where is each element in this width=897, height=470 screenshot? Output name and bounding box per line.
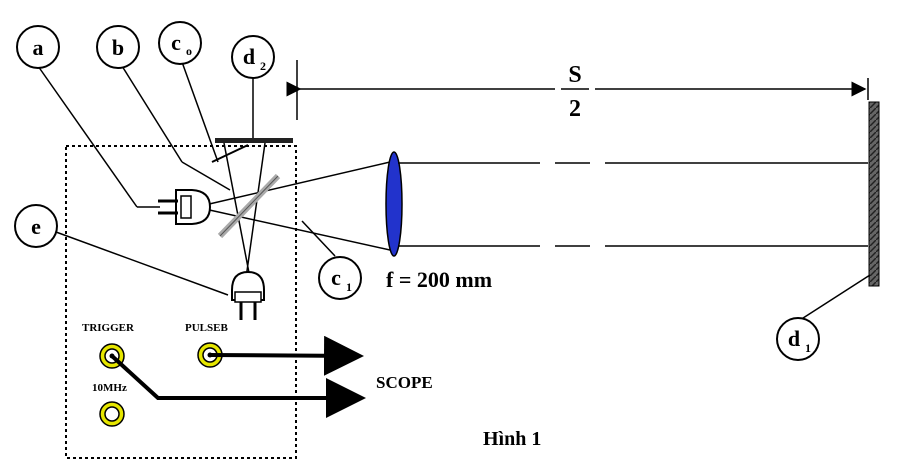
callout-b: b (96, 25, 140, 69)
trigger-to-scope-arrow (110, 354, 366, 418)
trigger-label: TRIGGER (82, 322, 135, 334)
callout-a: a (16, 25, 60, 69)
laser-diode-a (158, 189, 212, 225)
svg-text:b: b (112, 35, 124, 60)
clock-label: 10MHz (92, 382, 127, 394)
svg-text:1: 1 (346, 280, 352, 294)
svg-text:c: c (171, 30, 181, 55)
scope-label: SCOPE (376, 373, 433, 392)
distance-denominator: 2 (569, 96, 581, 122)
svg-text:o: o (186, 44, 192, 58)
callout-d1: d 1 (776, 317, 820, 361)
reference-mirror-d2 (215, 138, 293, 143)
target-mirror-d1 (868, 101, 880, 287)
callout-d2: d 2 (231, 35, 275, 79)
lens (385, 151, 403, 257)
clock-connector (99, 401, 125, 427)
svg-text:a: a (33, 35, 44, 60)
svg-text:d: d (788, 326, 800, 351)
beam (204, 161, 391, 206)
svg-text:1: 1 (805, 341, 811, 355)
distance-numerator: S (568, 62, 581, 88)
svg-text:e: e (31, 214, 41, 239)
callout-c1: c 1 (318, 256, 362, 300)
instrument-enclosure (65, 145, 297, 459)
svg-text:d: d (243, 44, 255, 69)
beam (204, 208, 391, 251)
beam (223, 142, 251, 279)
svg-text:c: c (331, 265, 341, 290)
callout-c0: c o (158, 21, 202, 65)
lens-label: f = 200 mm (386, 267, 492, 292)
figure-caption: Hình 1 (483, 428, 541, 450)
photodiode-e (231, 270, 265, 320)
svg-text:2: 2 (260, 59, 266, 73)
pulse-to-scope-arrow (209, 335, 364, 376)
pulse-label: PULSEB (185, 322, 228, 334)
callout-e: e (14, 204, 58, 248)
beam (245, 142, 266, 279)
mirror-c0 (211, 144, 249, 163)
